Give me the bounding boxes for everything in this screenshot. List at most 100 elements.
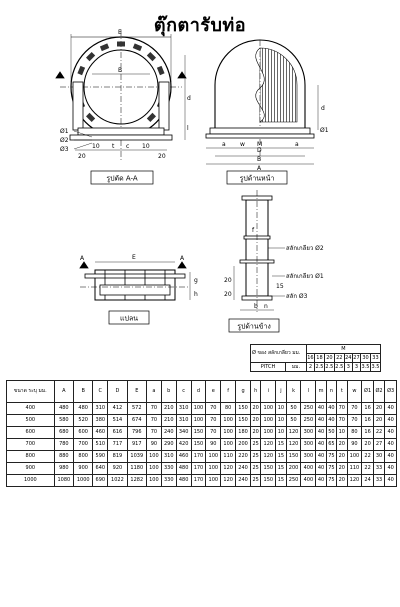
table-cell: 100 <box>260 402 277 415</box>
side-dim-f: f <box>252 227 255 234</box>
ring-bolt-block <box>77 65 86 76</box>
table-cell: 800 <box>6 450 55 463</box>
table-cell: 16 <box>361 426 374 439</box>
table-cell: 20 <box>372 402 386 415</box>
thread-m-cell: 27 <box>351 353 362 363</box>
table-cell: 250 <box>300 414 317 427</box>
table-cell: 100 <box>346 450 363 463</box>
table-cell: 600 <box>6 426 55 439</box>
table-cell: 690 <box>92 474 109 487</box>
table-cell: 25 <box>249 474 262 487</box>
front-view-drawing <box>205 39 319 165</box>
table-cell: 480 <box>175 474 192 487</box>
dim-label-o3: Ø3 <box>60 146 69 153</box>
page-title: ตุ๊กตารับท่อ <box>153 15 247 36</box>
table-cell: 110 <box>220 450 237 463</box>
ring-bolt-block <box>146 51 157 62</box>
table-cell: 27 <box>372 438 386 451</box>
dim-column-header: Ø2 <box>372 380 386 403</box>
table-cell: 22 <box>361 462 374 475</box>
side-bolt-o2: สลักเกลียว Ø2 <box>286 244 324 252</box>
table-cell: 20 <box>336 438 348 451</box>
side-pin-o3: สลัก Ø3 <box>286 293 308 300</box>
table-cell: 70 <box>145 402 162 415</box>
table-cell: 10 <box>275 402 287 415</box>
table-cell: 400 <box>6 402 55 415</box>
plan-view-drawing <box>79 261 191 301</box>
dim-column-header: h <box>249 380 262 403</box>
table-cell: 20 <box>336 450 348 463</box>
dim-column-header: m <box>315 380 327 403</box>
dim-label-l: l <box>187 125 189 132</box>
table-cell: 920 <box>107 462 128 475</box>
table-cell: 120 <box>285 438 302 451</box>
thread-pitch-cell: 3 <box>351 362 362 372</box>
table-cell: 250 <box>300 402 317 415</box>
table-cell: 70 <box>205 414 222 427</box>
front-dim-d2: d <box>321 105 325 112</box>
table-cell: 40 <box>325 402 338 415</box>
table-cell: 75 <box>325 450 338 463</box>
thread-m-cell: 30 <box>360 353 371 363</box>
table-cell: 15 <box>275 450 287 463</box>
table-cell: 20 <box>336 474 348 487</box>
ring-bolt-block <box>156 65 165 76</box>
side-bolt-o1: สลักเกลียว Ø1 <box>286 272 324 280</box>
table-cell: 120 <box>220 462 237 475</box>
thread-pitch-cell: 3.5 <box>360 362 371 372</box>
table-cell: 170 <box>190 450 207 463</box>
ring-bolt-block <box>132 43 143 52</box>
thread-pitch-cell: 2.5 <box>323 362 335 372</box>
table-cell: 480 <box>175 462 192 475</box>
table-cell: 22 <box>372 426 386 439</box>
thread-m-cell: 16 <box>305 353 316 363</box>
table-cell: 120 <box>346 474 363 487</box>
front-dim-w: w <box>240 141 245 148</box>
table-cell: 40 <box>384 450 397 463</box>
pitch-label: PITCH <box>249 362 287 372</box>
thread-pitch-cell: 2 <box>305 362 316 372</box>
front-view-caption: รูปด้านหน้า <box>226 170 288 185</box>
dim-column-header: w <box>346 380 363 403</box>
caption-side: รูปด้านข้าง <box>237 323 271 331</box>
caption-plan: แปลน <box>120 315 138 323</box>
thread-m-cell: 33 <box>369 353 382 363</box>
table-cell: 33 <box>372 462 386 475</box>
table-cell: 150 <box>260 462 277 475</box>
ring-bolt-block <box>99 43 110 52</box>
table-cell: 50 <box>325 426 338 439</box>
table-cell: 1000 <box>73 474 94 487</box>
table-cell: 717 <box>107 438 128 451</box>
ring-bolt-block <box>146 112 157 123</box>
dim-column-header: C <box>92 380 109 403</box>
dim-label-o1: Ø1 <box>60 128 69 135</box>
caption-front: รูปด้านหน้า <box>240 175 275 183</box>
section-view-drawing <box>55 30 187 160</box>
dim-label-20a: 20 <box>78 153 86 160</box>
table-cell: 120 <box>285 426 302 439</box>
ring-bolt-block <box>117 41 125 47</box>
dim-column-header: A <box>53 380 75 403</box>
table-cell: 310 <box>175 402 192 415</box>
table-cell: 100 <box>145 474 162 487</box>
table-cell: 80 <box>220 402 237 415</box>
dim-label-10b: 10 <box>142 143 150 150</box>
table-cell: 200 <box>285 462 302 475</box>
table-cell: 150 <box>190 426 207 439</box>
table-cell: 100 <box>145 462 162 475</box>
dim-column-header: k <box>285 380 302 403</box>
table-cell: 100 <box>260 426 277 439</box>
table-cell: 22 <box>361 450 374 463</box>
thread-m-cell: 18 <box>314 353 325 363</box>
table-cell: 40 <box>384 462 397 475</box>
table-cell: 100 <box>220 438 237 451</box>
table-cell: 70 <box>145 426 162 439</box>
